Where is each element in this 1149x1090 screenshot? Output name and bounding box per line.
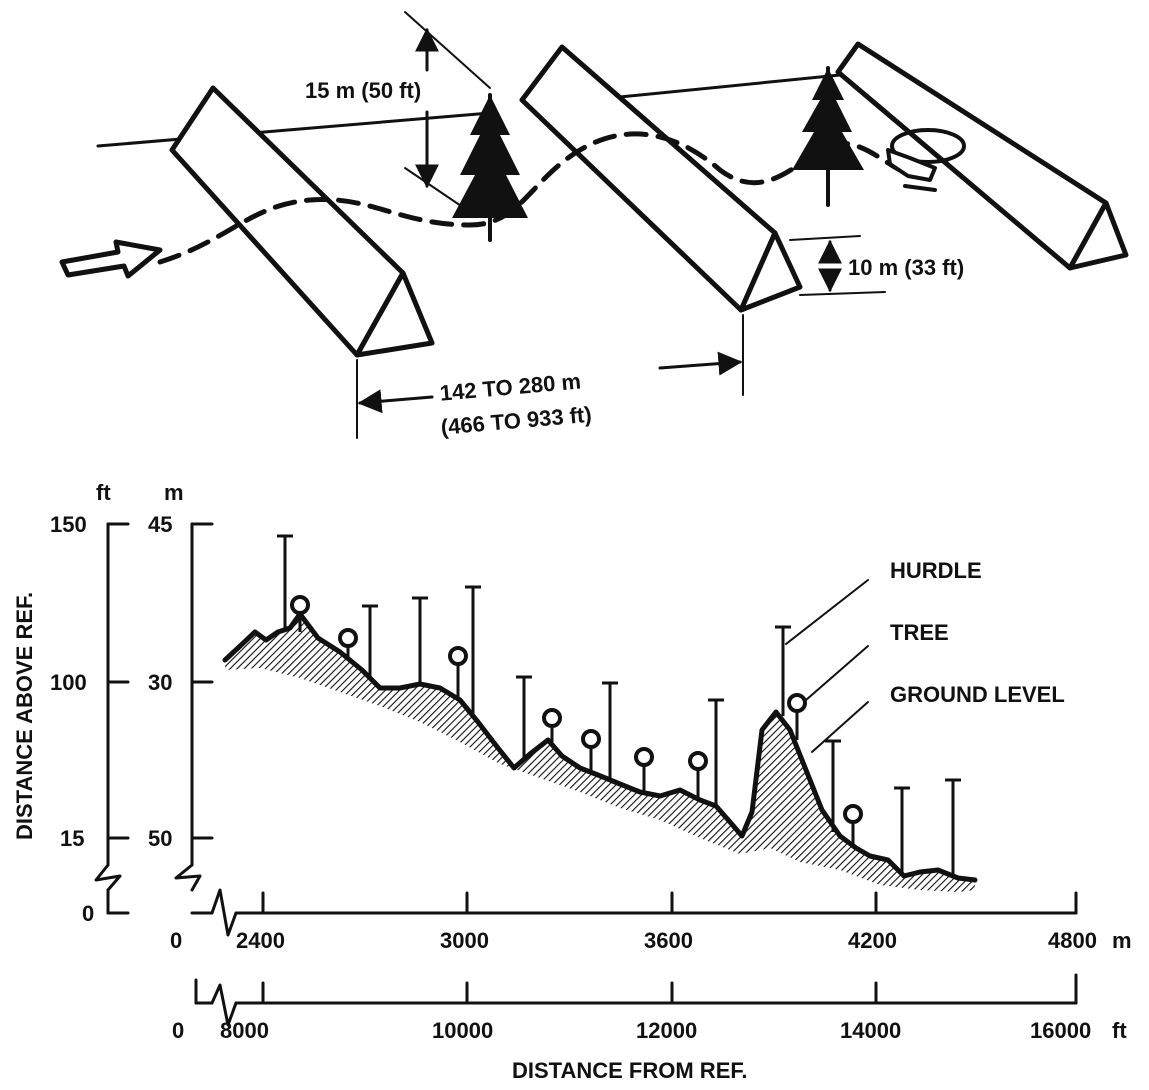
x-tick-m-3000: 3000 <box>440 928 489 953</box>
x-unit-m: m <box>1112 928 1132 953</box>
y-tick-m-45: 45 <box>148 512 172 537</box>
tree-marker <box>843 804 863 848</box>
hurdle-spacing-ft-label: (466 TO 933 ft) <box>440 402 593 440</box>
hurdle-marker <box>894 786 910 874</box>
legend-leader-ground <box>811 701 869 753</box>
aircraft-arrow-icon <box>59 239 163 279</box>
hurdle-marker <box>516 675 532 760</box>
x-tick-m-4200: 4200 <box>848 928 897 953</box>
x-axis-m: 0 2400 3000 3600 4200 4800 m <box>170 888 1132 953</box>
hurdle-marker <box>945 778 961 876</box>
y-tick-ft-150: 150 <box>50 512 87 537</box>
x-tick-m-4800: 4800 <box>1048 928 1097 953</box>
perspective-illustration: 15 m (50 ft) 10 m (33 ft) 142 TO 280 m (… <box>59 11 1129 440</box>
x-unit-ft: ft <box>1112 1018 1127 1043</box>
ground-cross-section <box>225 614 975 892</box>
tree-marker <box>448 646 468 700</box>
legend-leader-tree <box>805 645 869 701</box>
hurdle-height-dimension: 10 m (33 ft) <box>789 235 964 296</box>
x-tick-ft-10000: 10000 <box>432 1018 493 1043</box>
hurdle-marker <box>412 596 428 685</box>
y-tick-m-30: 30 <box>148 670 172 695</box>
tree-icon-1 <box>452 93 528 242</box>
hurdle-height-label: 10 m (33 ft) <box>848 255 964 280</box>
tree-icon-2 <box>792 66 864 207</box>
x-axis-ft: 0 8000 10000 12000 14000 16000 ft <box>172 973 1127 1043</box>
hurdle-marker <box>362 604 378 680</box>
x-tick-m-0: 0 <box>170 928 182 953</box>
horizon-line-left <box>96 111 492 148</box>
x-tick-m-3600: 3600 <box>644 928 693 953</box>
hurdle-marker <box>602 681 618 780</box>
tree-markers <box>290 595 863 848</box>
y-unit-ft: ft <box>96 480 111 505</box>
x-tick-ft-14000: 14000 <box>840 1018 901 1043</box>
hurdle-markers <box>277 534 961 876</box>
hurdle-marker <box>825 739 841 832</box>
x-tick-ft-0: 0 <box>172 1018 184 1043</box>
terrain-profile-chart: ft m DISTANCE ABOVE REF. 150 100 15 0 45 <box>12 480 1132 1083</box>
hurdle-spacing-m-label: 142 TO 280 m <box>439 368 582 405</box>
x-tick-ft-8000: 8000 <box>220 1018 269 1043</box>
y-axis-m: 45 30 50 <box>148 512 214 892</box>
legend-leader-hurdle <box>785 579 869 645</box>
y-axis-ft: 150 100 15 0 <box>50 512 130 926</box>
y-unit-m: m <box>164 480 184 505</box>
legend-hurdle: HURDLE <box>890 558 982 583</box>
tree-marker <box>787 693 807 740</box>
y-tick-ft-15: 15 <box>60 826 84 851</box>
tree-marker <box>542 708 562 742</box>
hurdle-marker <box>708 698 724 806</box>
y-tick-ft-100: 100 <box>50 670 87 695</box>
hurdle-ridge-3 <box>835 41 1129 271</box>
x-tick-ft-12000: 12000 <box>636 1018 697 1043</box>
hurdle-marker <box>465 585 481 716</box>
tree-height-label: 15 m (50 ft) <box>305 78 421 103</box>
hurdle-marker <box>277 534 293 632</box>
hurdle-marker <box>775 625 791 716</box>
hurdle-ridge-2 <box>519 44 803 313</box>
tree-marker <box>581 729 601 770</box>
x-axis-label: DISTANCE FROM REF. <box>512 1058 747 1083</box>
y-tick-ft-0: 0 <box>82 901 94 926</box>
y-axis-label: DISTANCE ABOVE REF. <box>12 592 37 840</box>
legend-ground-level: GROUND LEVEL <box>890 682 1065 707</box>
x-tick-ft-16000: 16000 <box>1030 1018 1091 1043</box>
tree-marker <box>290 595 310 632</box>
x-tick-m-2400: 2400 <box>236 928 285 953</box>
tree-marker <box>688 751 708 798</box>
helicopter-icon <box>886 128 966 192</box>
tree-height-dimension: 15 m (50 ft) <box>305 11 491 213</box>
hurdle-ridge-1 <box>169 85 435 358</box>
legend-tree: TREE <box>890 620 949 645</box>
y-tick-m-50: 50 <box>148 826 172 851</box>
tree-marker <box>634 747 654 794</box>
tree-marker <box>338 628 358 660</box>
